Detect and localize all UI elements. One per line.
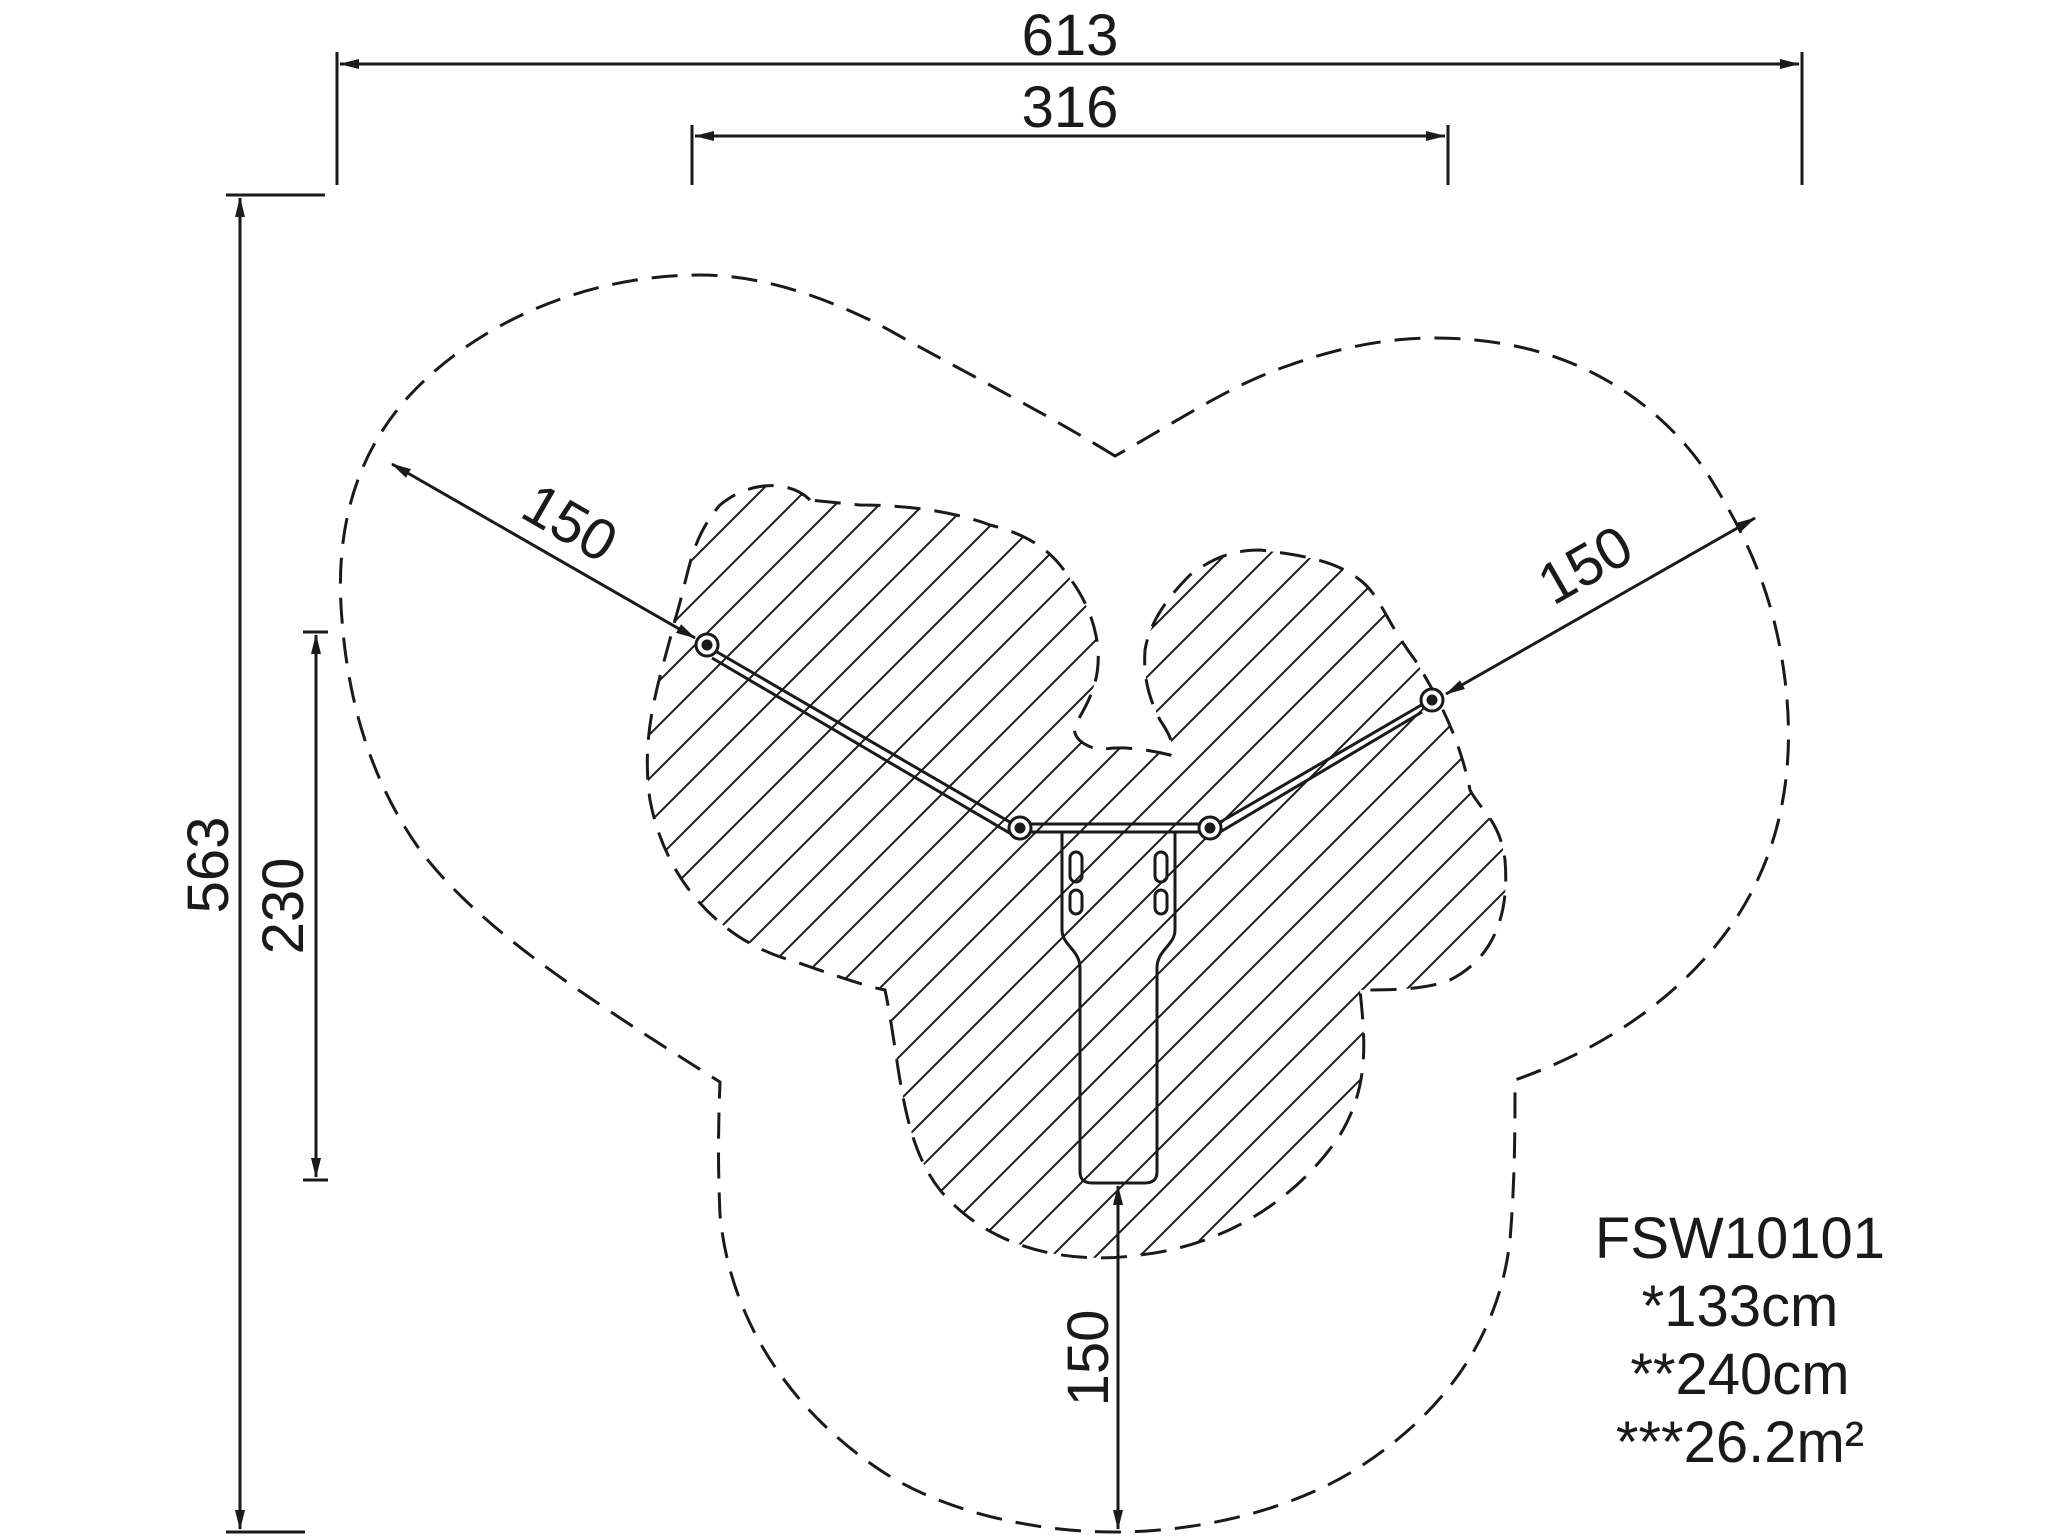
hatch-line — [647, 485, 1506, 1258]
dimension-left-clearance — [391, 462, 696, 640]
dimension-inner-width-label: 316 — [1022, 75, 1119, 140]
hatch-line — [951, 485, 1506, 1258]
dimension-overall-depth-label: 563 — [176, 817, 241, 914]
hatch-line — [647, 485, 1506, 1258]
impact-area — [645, 0, 2048, 1400]
product-info: FSW10101 *133cm **240cm ***26.2m² — [1540, 1205, 1940, 1477]
hatch-line — [647, 485, 901, 1258]
hatch-line — [995, 485, 1506, 1258]
hatch-line — [647, 485, 1077, 1258]
hatch-line — [687, 485, 1506, 1258]
hatch-line — [647, 485, 1506, 1258]
hatch-line — [647, 485, 1506, 1258]
hatch-line — [647, 485, 1121, 1258]
hatch-line — [1083, 485, 1506, 1258]
hatch-line — [1259, 485, 1506, 1258]
hatch-line — [647, 485, 1506, 1258]
safety-area: ***26.2m² — [1615, 1410, 1865, 1475]
hatch-line — [1171, 485, 1506, 1258]
dimension-front-clearance-label: 150 — [1056, 1310, 1121, 1407]
hatch-line — [1435, 485, 1506, 1258]
hatch-line — [647, 485, 1429, 1258]
dimension-inner-depth-label: 230 — [251, 858, 316, 955]
hatch-line — [647, 485, 1506, 1258]
hatch-line — [647, 485, 1506, 1258]
dimension-inner-width — [690, 125, 1450, 185]
hatch-line — [1303, 485, 1506, 1258]
hatch-line — [647, 485, 1165, 1258]
hatch-line — [647, 485, 1506, 1258]
swing-joint-right-inner — [1197, 815, 1223, 841]
hatch-line — [907, 485, 1506, 1258]
hatch-line — [647, 485, 1209, 1258]
hatch-line — [647, 485, 1506, 1258]
hatch-line — [731, 485, 1506, 1258]
dimension-overall-depth — [226, 193, 325, 1534]
hatch-line — [1215, 485, 1506, 1258]
hatch-line — [1347, 485, 1506, 1258]
hatch-line — [1568, 0, 2048, 1400]
hatch-line — [647, 485, 1297, 1258]
hatch-line — [863, 485, 1506, 1258]
dimension-inner-depth — [303, 630, 328, 1182]
hatch-line — [1479, 485, 1506, 1258]
swing-joint-left-outer — [694, 632, 720, 658]
hatch-line — [647, 485, 1506, 1258]
hatch-line — [1127, 485, 1506, 1258]
hatch-line — [647, 485, 1253, 1258]
hatch-line — [647, 485, 1385, 1258]
dimension-right-clearance — [1445, 516, 1756, 696]
fall-height: *133cm — [1641, 1274, 1839, 1339]
hatch-line — [775, 485, 1506, 1258]
swing-joint-right-outer — [1419, 687, 1445, 713]
product-code: FSW10101 — [1594, 1206, 1886, 1271]
hatch-line — [647, 485, 1341, 1258]
swing-joint-left-inner — [1007, 815, 1033, 841]
dimension-left-clearance-label: 150 — [512, 471, 628, 576]
hatch-line — [647, 485, 1506, 1258]
hatch-line — [819, 485, 1506, 1258]
hatch-line — [647, 485, 1473, 1258]
dimension-overall-width — [335, 52, 1804, 185]
hatch-line — [1039, 485, 1506, 1258]
hatch-line — [647, 485, 989, 1258]
free-height: **240cm — [1630, 1342, 1850, 1407]
dimension-overall-width-label: 613 — [1022, 3, 1119, 68]
hatch-line — [1391, 485, 1506, 1258]
hatch-line — [647, 485, 1506, 1258]
hatch-line — [647, 485, 1033, 1258]
safety-zone-outline — [338, 273, 1790, 1534]
dimension-right-clearance-label: 150 — [1527, 513, 1643, 618]
hatch-line — [647, 485, 1506, 1258]
swing-frame — [704, 643, 1431, 1185]
